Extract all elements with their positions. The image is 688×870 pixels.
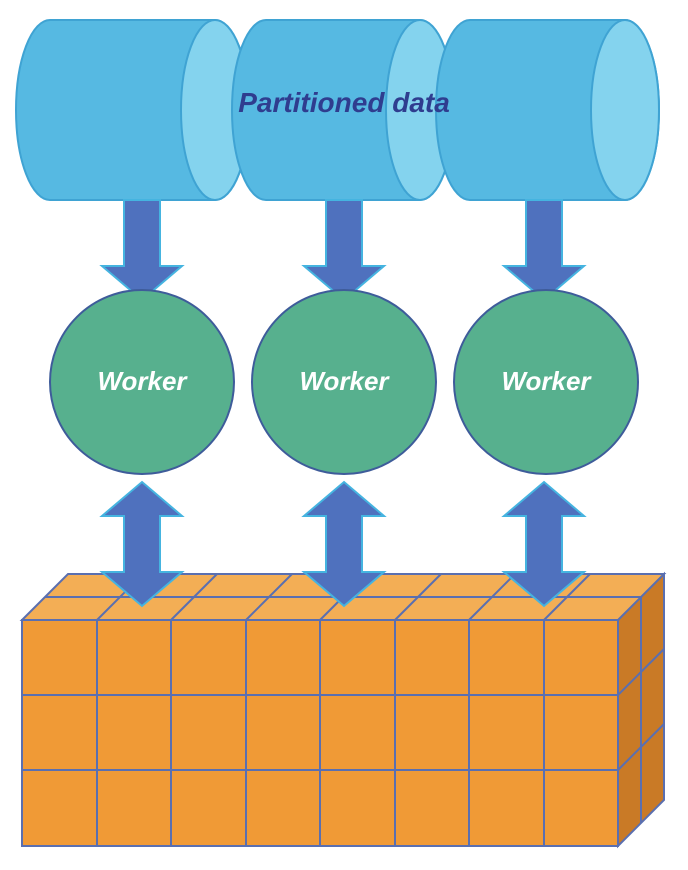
workers: Worker Worker Worker bbox=[49, 289, 639, 475]
worker-label: Worker bbox=[299, 366, 390, 396]
bidirectional-arrow bbox=[301, 480, 387, 608]
partitioned-data-title: Partitioned data bbox=[238, 87, 450, 118]
data-partition-cylinder bbox=[231, 19, 455, 201]
data-partition-cylinder bbox=[435, 19, 660, 201]
down-arrow bbox=[301, 199, 387, 302]
worker-node: Worker bbox=[453, 289, 639, 475]
down-arrow bbox=[99, 199, 185, 302]
worker-storage-arrows bbox=[99, 480, 587, 608]
storage-block bbox=[19, 571, 667, 849]
down-arrow bbox=[501, 199, 587, 302]
worker-node: Worker bbox=[251, 289, 437, 475]
bidirectional-arrow bbox=[99, 480, 185, 608]
worker-label: Worker bbox=[501, 366, 592, 396]
worker-label: Worker bbox=[97, 366, 188, 396]
partitioned-data-cylinders: Partitioned data bbox=[15, 19, 660, 201]
data-partition-cylinder bbox=[15, 19, 250, 201]
data-to-worker-arrows bbox=[99, 199, 587, 302]
worker-node: Worker bbox=[49, 289, 235, 475]
bidirectional-arrow bbox=[501, 480, 587, 608]
